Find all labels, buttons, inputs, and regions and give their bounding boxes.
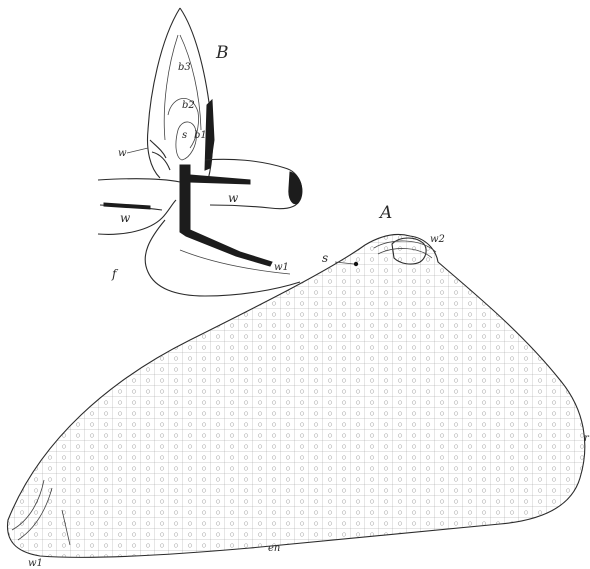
panel-b-label-w-right: w xyxy=(228,191,239,205)
panel-b-left-tissue xyxy=(150,140,170,170)
panel-b-right-arm xyxy=(205,159,302,208)
panel-b-arm-strand xyxy=(190,175,250,184)
panel-a-label-w2: w2 xyxy=(430,234,445,245)
panel-b-lower-lobe-f xyxy=(145,220,300,296)
panel-b-label-b3: b3 xyxy=(178,62,191,73)
panel-b-leaf-b3 xyxy=(164,35,201,140)
panel-b-label-w-left: w xyxy=(120,211,131,225)
panel-b-label-b2: b2 xyxy=(182,100,195,111)
panel-b-label-w-upper: w xyxy=(118,148,127,159)
panel-b-label-f: f xyxy=(111,267,119,281)
panel-a-label: A xyxy=(378,203,392,223)
panel-a-cell-texture xyxy=(0,225,590,565)
panel-a-label-edge: r xyxy=(584,433,590,444)
panel-b-leader-w-upper xyxy=(127,148,148,153)
panel-a-label-en: en xyxy=(268,543,280,554)
panel-b-label-s: s xyxy=(182,130,187,141)
panel-a: A s w2 r en w1 xyxy=(0,203,590,569)
panel-b-label-w1: w1 xyxy=(274,262,289,273)
panel-a-label-w1: w1 xyxy=(28,558,43,569)
panel-a-point-s xyxy=(354,262,358,266)
panel-b-label-b1: b1 xyxy=(194,130,207,141)
panel-b-left-lobe-dark xyxy=(104,203,150,209)
panel-b: B b3 b2 s b1 w w w w1 f xyxy=(98,8,302,296)
panel-b-arm-tip xyxy=(289,172,302,204)
panel-a-label-s: s xyxy=(322,251,328,265)
panel-b-label: B xyxy=(215,43,229,63)
